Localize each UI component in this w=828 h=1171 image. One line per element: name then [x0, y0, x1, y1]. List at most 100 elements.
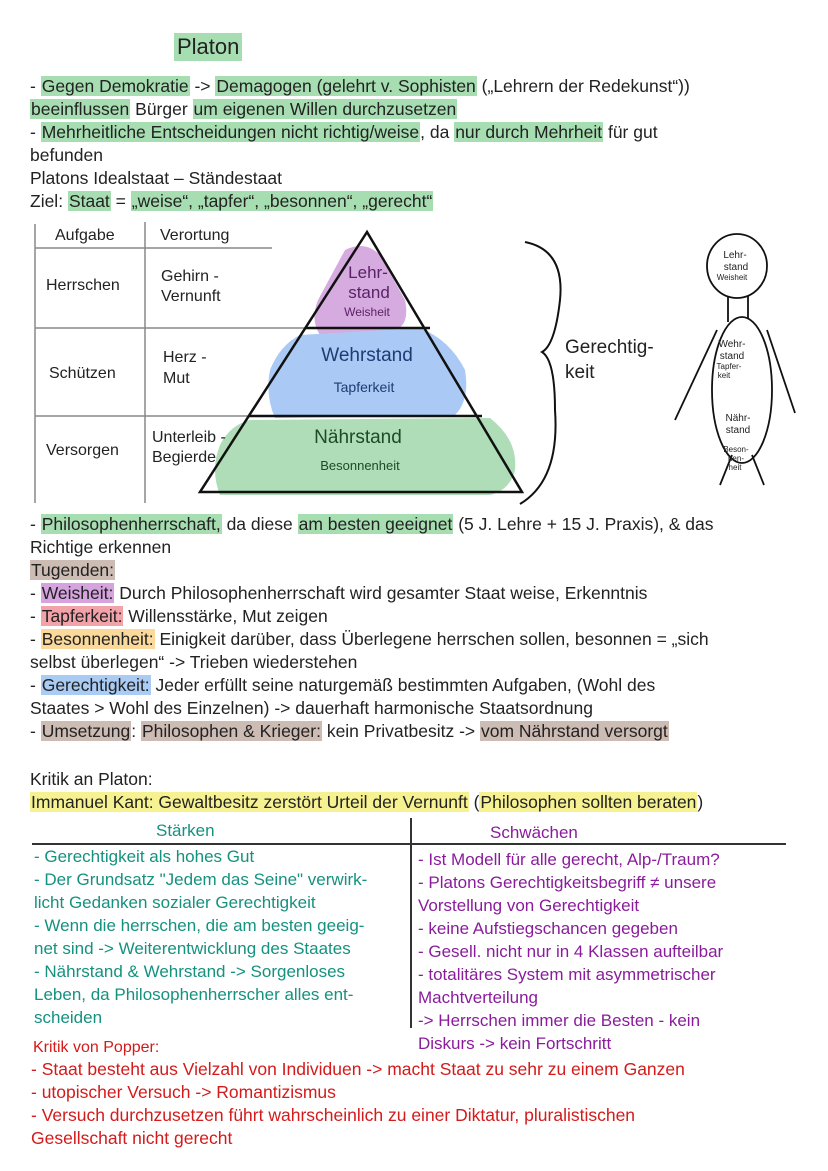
strength-item: - Nährstand & Wehrstand -> Sorgenloses [34, 962, 346, 981]
table-column-divider [410, 818, 412, 1028]
highlighted-text: nur durch Mehrheit [454, 122, 604, 142]
pyramid-level-name: Nährstand [314, 427, 402, 448]
pyramid-level-name: stand [348, 283, 390, 302]
popper-item: Gesellschaft nicht gerecht [31, 1128, 233, 1148]
row-location: Unterleib - [152, 429, 226, 446]
pyramid-level-virtue: Besonnenheit [320, 458, 400, 473]
text-segment: Einigkeit darüber, dass Überlegene herrs… [154, 629, 709, 649]
highlighted-text: vom Nährstand versorgt [480, 721, 669, 741]
naehrstand-fill [215, 418, 516, 495]
text-line: befunden [30, 144, 103, 166]
highlighted-text: Staat [67, 191, 111, 211]
figure-legs-label: Beson- [723, 445, 749, 454]
strength-item: - Wenn die herrschen, die am besten geei… [34, 916, 365, 935]
row-location: Herz - [163, 349, 207, 366]
text-line: - Philosophenherrschaft, da diese am bes… [30, 513, 714, 535]
text-segment: - [30, 675, 41, 695]
text-segment: , da [420, 122, 455, 142]
popper-item: - utopischer Versuch -> Romantizismus [31, 1082, 336, 1102]
highlighted-text: Gegen Demokratie [40, 76, 190, 96]
text-segment: Jeder erfüllt seine naturgemäß bestimmte… [150, 675, 656, 695]
highlighted-text: Weisheit: [40, 583, 115, 603]
popper-item: - Versuch durchzusetzen führt wahrschein… [31, 1105, 636, 1125]
strength-item: - Gerechtigkeit als hohes Gut [34, 847, 255, 866]
text-segment: für gut [603, 122, 658, 142]
weaknesses-header: Schwächen [490, 823, 578, 842]
strength-item: - Der Grundsatz "Jedem das Seine" verwir… [34, 870, 368, 889]
text-segment: - [30, 629, 41, 649]
pyramid-outline [197, 229, 525, 494]
figure-body-label: keit [718, 371, 731, 380]
text-line: - Mehrheitliche Entscheidungen nicht ric… [30, 121, 658, 143]
text-segment: (5 J. Lehre + 15 J. Praxis), & das [453, 514, 714, 534]
strength-item: net sind -> Weiterentwicklung des Staate… [34, 939, 351, 958]
popper-heading: Kritik von Popper: [33, 1039, 160, 1056]
row-location: Gehirn - [161, 268, 219, 285]
popper-item: - Staat besteht aus Vielzahl von Individ… [31, 1059, 685, 1079]
highlighted-text: Philosophen & Krieger: [140, 721, 322, 741]
highlighted-text: Besonnenheit: [40, 629, 155, 649]
text-line: selbst überlegen“ -> Trieben wiederstehe… [30, 651, 357, 673]
text-segment: - [30, 122, 41, 142]
figure-lower-label: stand [726, 425, 750, 436]
text-line: Tugenden: [30, 559, 116, 581]
figure-head-label: stand [724, 262, 748, 273]
weakness-item: - Platons Gerechtigkeitsbegriff ≠ unsere [418, 873, 717, 892]
pyramid-level-name: Wehrstand [321, 345, 413, 366]
text-line: - Besonnenheit: Einigkeit darüber, dass … [30, 628, 709, 650]
text-segment: : [131, 721, 141, 741]
figure-lower-label: Nähr- [725, 413, 750, 424]
table-header-divider [32, 843, 786, 845]
text-segment: Willensstärke, Mut zeigen [123, 606, 328, 626]
text-line: Kritik an Platon: [30, 768, 153, 790]
text-segment: = [110, 191, 131, 211]
text-segment: kein Privatbesitz -> [321, 721, 480, 741]
text-line: Platons Idealstaat – Ständestaat [30, 167, 282, 189]
text-segment: Staates > Wohl des Einzelnen) -> dauerha… [30, 698, 593, 718]
text-segment: da diese [221, 514, 298, 534]
highlighted-text: Philosophenherrschaft, [40, 514, 222, 534]
figure-legs-label: heit [729, 463, 743, 472]
text-segment: - [30, 76, 41, 96]
row-location: Vernunft [161, 288, 221, 305]
text-line: Immanuel Kant: Gewaltbesitz zerstört Urt… [30, 791, 703, 813]
highlighted-text: Philosophen sollten beraten [479, 792, 698, 812]
highlighted-text: beeinflussen [30, 99, 131, 119]
text-line: - Gerechtigkeit: Jeder erfüllt seine nat… [30, 674, 655, 696]
row-location: Mut [163, 370, 190, 387]
text-segment: selbst überlegen“ -> Trieben wiederstehe… [30, 652, 358, 672]
staendestaat-diagram: Aufgabe Verortung Herrschen Gehirn - Ver… [34, 222, 796, 505]
figure-head-label: Weisheit [717, 273, 748, 282]
text-segment: Bürger [130, 99, 193, 119]
highlighted-text: Immanuel Kant: Gewaltbesitz zerstört Urt… [30, 792, 469, 812]
weakness-item: Diskurs -> kein Fortschritt [418, 1034, 612, 1053]
text-line: Ziel: Staat = „weise“, „tapfer“, „besonn… [30, 190, 434, 212]
page-title: Platon [174, 33, 243, 61]
text-segment: - [30, 606, 41, 626]
weakness-item: - totalitäres System mit asymmetrischer [418, 965, 716, 984]
text-segment: - [30, 583, 41, 603]
text-segment: Platons Idealstaat – Ständestaat [30, 168, 282, 188]
weakness-item: - keine Aufstiegschancen gegeben [418, 919, 678, 938]
table-lines [34, 222, 305, 503]
weakness-item: Machtverteilung [418, 988, 539, 1007]
text-segment: Durch Philosophenherrschaft wird gesamte… [114, 583, 648, 603]
weakness-item: - Ist Modell für alle gerecht, Alp-/Trau… [418, 850, 720, 869]
text-segment: ) [697, 792, 704, 812]
text-segment: Kritik an Platon: [30, 769, 153, 789]
text-line: - Weisheit: Durch Philosophenherrschaft … [30, 582, 647, 604]
text-line: - Tapferkeit: Willensstärke, Mut zeigen [30, 605, 328, 627]
figure-body-label: Wehr- [718, 339, 745, 350]
col-header-task: Aufgabe [55, 227, 115, 244]
row-location: Begierde [152, 449, 216, 466]
highlighted-text: um eigenen Willen durchzusetzen [192, 99, 458, 119]
text-segment: - [30, 721, 41, 741]
stick-figure [674, 233, 796, 486]
row-task: Schützen [49, 365, 116, 382]
text-segment: Ziel: [30, 191, 68, 211]
weakness-item: - Gesell. nicht nur in 4 Klassen aufteil… [418, 942, 724, 961]
text-segment: befunden [30, 145, 103, 165]
text-line: - Gegen Demokratie -> Demagogen (gelehrt… [30, 75, 690, 97]
highlighted-text: Tapferkeit: [40, 606, 124, 626]
lehrstand-fill [314, 246, 407, 335]
